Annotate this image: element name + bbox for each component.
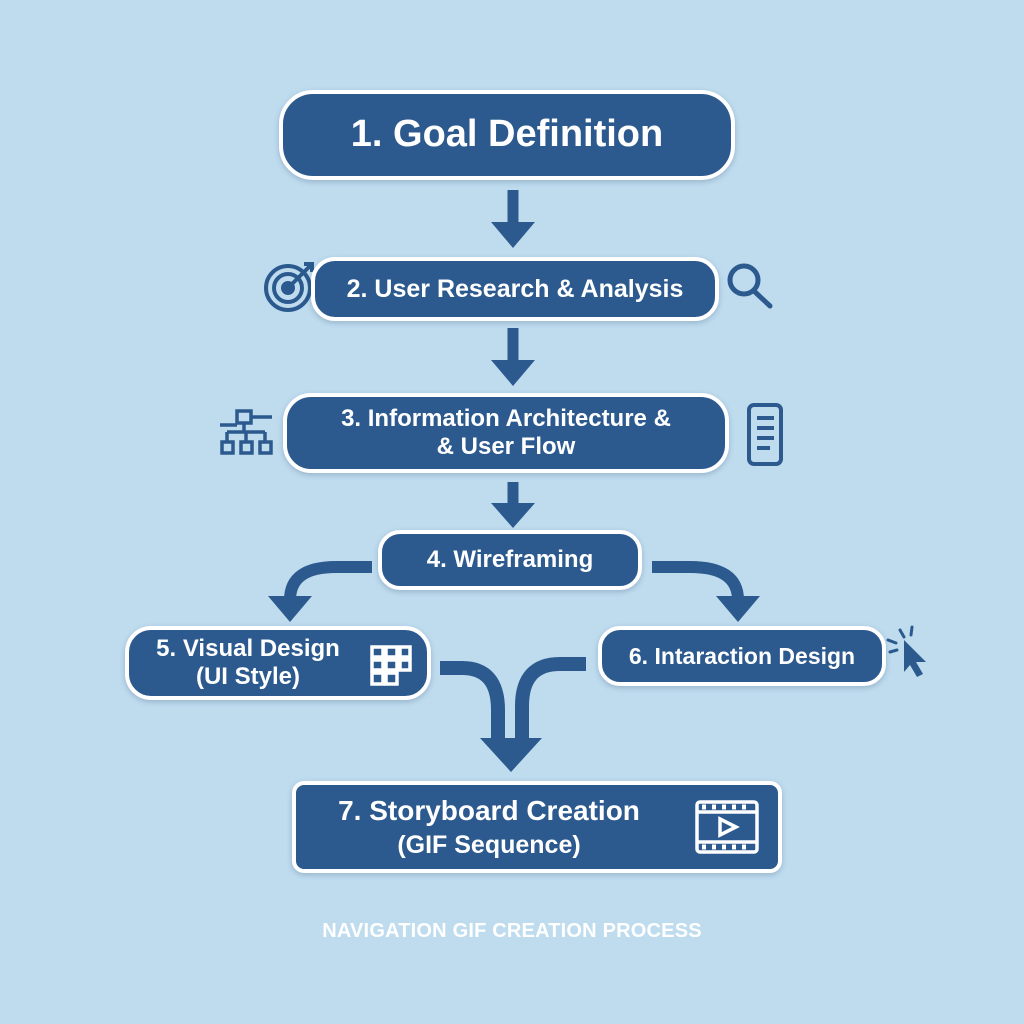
step-goal-definition: 1. Goal Definition bbox=[279, 90, 735, 180]
arrow-4-6 bbox=[652, 561, 760, 622]
step-interaction-design: 6. Intaraction Design bbox=[598, 626, 886, 686]
step-interaction-design-label: 6. Intaraction Design bbox=[628, 642, 856, 669]
step-storyboard-creation-line-2: (GIF Sequence) bbox=[397, 830, 581, 859]
step-visual-design: 5. Visual Design (UI Style) bbox=[125, 626, 431, 700]
step-wireframing-label: 4. Wireframing bbox=[426, 546, 594, 574]
step-information-architecture-line-1: 3. Information Architecture & bbox=[341, 405, 671, 433]
mobile-document-icon bbox=[747, 403, 783, 466]
sitemap-icon bbox=[220, 409, 273, 455]
cursor-click-icon bbox=[886, 625, 926, 677]
magnifier-icon bbox=[727, 263, 773, 309]
step-storyboard-creation-line-1: 7. Storyboard Creation bbox=[338, 794, 640, 826]
step-user-research-label: 2. User Research & Analysis bbox=[346, 274, 684, 303]
step-information-architecture-line-2: & User Flow bbox=[436, 433, 576, 460]
step-visual-design-line-1: 5. Visual Design bbox=[156, 635, 340, 663]
step-information-architecture: 3. Information Architecture & & User Flo… bbox=[283, 393, 729, 473]
film-play-icon bbox=[695, 800, 759, 854]
grid-layout-icon bbox=[370, 645, 412, 686]
step-goal-definition-label: 1. Goal Definition bbox=[350, 113, 664, 156]
step-visual-design-line-2: (UI Style) bbox=[195, 663, 300, 690]
target-icon bbox=[264, 262, 314, 312]
diagram-caption: NAVIGATION GIF CREATION PROCESS bbox=[322, 920, 702, 942]
arrow-heads bbox=[491, 222, 535, 528]
step-user-research: 2. User Research & Analysis bbox=[311, 257, 719, 321]
step-storyboard-creation: 7. Storyboard Creation (GIF Sequence) bbox=[292, 781, 782, 873]
merge-arrow-head bbox=[480, 738, 542, 772]
arrow-4-5 bbox=[268, 561, 372, 622]
merge-arrows bbox=[440, 657, 586, 740]
step-wireframing: 4. Wireframing bbox=[378, 530, 642, 590]
